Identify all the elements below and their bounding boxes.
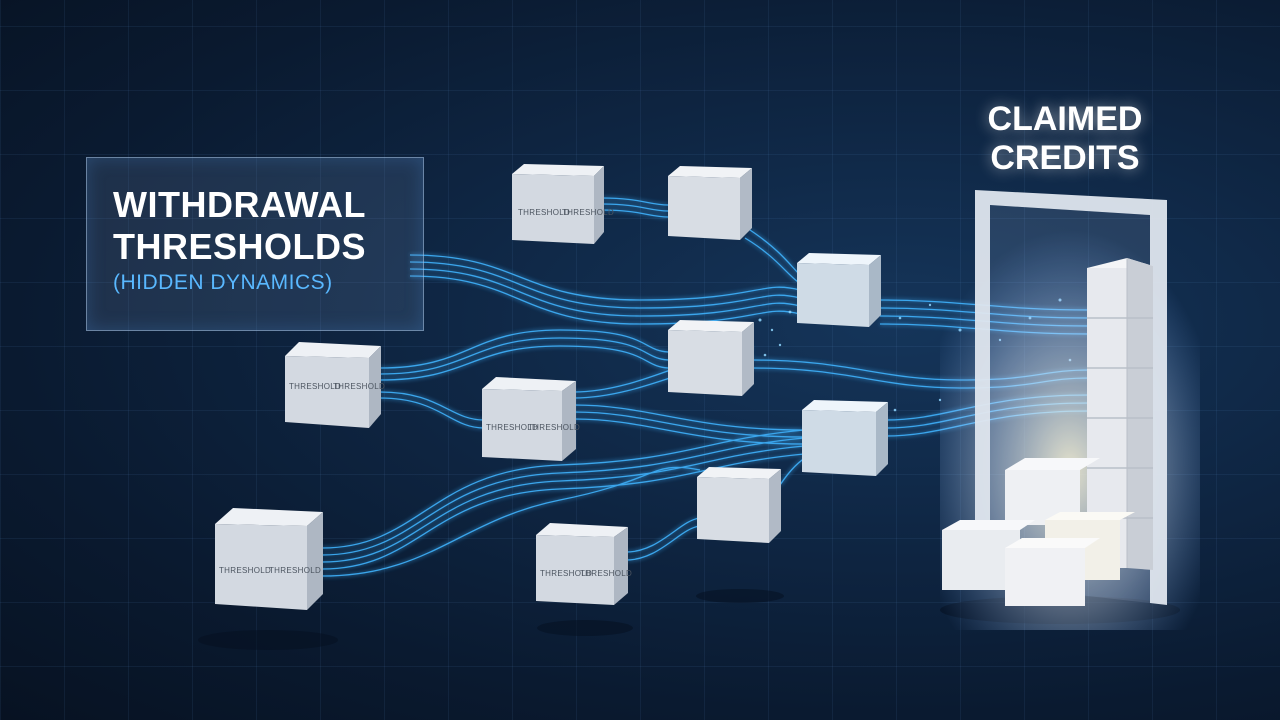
cube-shape	[512, 164, 604, 244]
panel-title: WITHDRAWAL THRESHOLDS	[113, 184, 413, 268]
cube-plain	[797, 253, 881, 327]
light-streams	[321, 197, 1091, 577]
title-panel: WITHDRAWAL THRESHOLDS (HIDDEN DYNAMICS)	[86, 157, 424, 331]
claimed-line1: CLAIMED	[987, 100, 1143, 138]
cube-threshold: THRESHOLD THRESHOLD	[285, 342, 385, 428]
claimed-line2: CREDITS	[990, 139, 1140, 177]
cube-label: THRESHOLD	[333, 382, 386, 391]
cube-threshold: THRESHOLD THRESHOLD	[482, 377, 580, 461]
cube-shape	[797, 253, 881, 327]
cube-shape	[482, 377, 576, 461]
cube-plain	[668, 320, 754, 396]
cube-label: THRESHOLD	[518, 208, 571, 217]
panel-title-line1: WITHDRAWAL	[113, 184, 366, 225]
cube-label: THRESHOLD	[580, 569, 633, 578]
claimed-credits-heading: CLAIMED CREDITS	[960, 100, 1170, 178]
panel-title-line2: THRESHOLDS	[113, 226, 367, 267]
cube-plain	[668, 166, 752, 240]
cube-threshold: THRESHOLD THRESHOLD	[512, 164, 614, 244]
cube-label: THRESHOLD	[269, 566, 322, 575]
cube-shape	[802, 400, 888, 476]
cube-shape	[536, 523, 628, 605]
cube-shape	[285, 342, 381, 428]
cube-label: THRESHOLD	[562, 208, 615, 217]
cube-label: THRESHOLD	[486, 423, 539, 432]
cube-shape	[215, 508, 323, 610]
cube-plain	[697, 467, 781, 543]
cube-threshold: THRESHOLD THRESHOLD	[536, 523, 632, 605]
cube-label: THRESHOLD	[289, 382, 342, 391]
cube-label: THRESHOLD	[528, 423, 581, 432]
cube-shape	[668, 320, 754, 396]
cube-threshold: THRESHOLD THRESHOLD	[215, 508, 323, 610]
panel-subtitle: (HIDDEN DYNAMICS)	[113, 271, 333, 294]
claimed-stack	[942, 258, 1153, 606]
cube-label: THRESHOLD	[540, 569, 593, 578]
cube-shape	[697, 467, 781, 543]
cube-label: THRESHOLD	[219, 566, 272, 575]
cube-shape	[668, 166, 752, 240]
cube-plain	[802, 400, 888, 476]
